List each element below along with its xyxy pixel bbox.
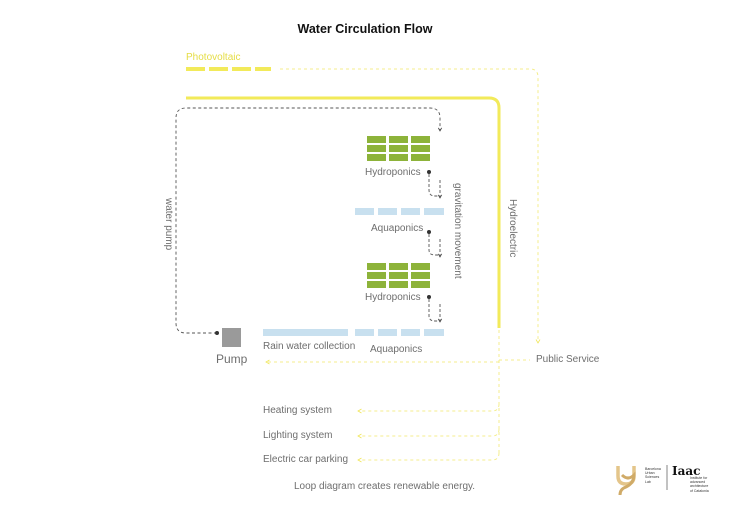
ev-parking-label: Electric car parking	[263, 454, 349, 465]
gravitation-arrow-2	[427, 230, 443, 258]
to-ev-parking-line	[357, 452, 500, 463]
aquaponics-top-label: Aquaponics	[371, 223, 424, 234]
energy-distribution-lines	[265, 330, 530, 463]
bus-logo	[616, 466, 636, 496]
public-service-label: Public Service	[536, 354, 600, 365]
iaac-logo: Iaac	[672, 464, 701, 478]
pv-segment	[186, 67, 205, 71]
pump-label: Pump	[216, 352, 248, 366]
aquaponics-bottom-label: Aquaponics	[370, 344, 423, 355]
pump-block	[222, 328, 241, 347]
gravitation-arrow-1	[427, 170, 443, 199]
diagram-title: Water Circulation Flow	[297, 22, 433, 36]
hydroponics-top-block	[367, 136, 430, 161]
hydroponics-mid-block	[367, 263, 430, 288]
hydroponics-mid-label: Hydroponics	[365, 292, 421, 303]
water-pump-loop	[175, 107, 443, 334]
rain-water-collection-bar	[263, 329, 348, 336]
hydroponics-top-label: Hydroponics	[365, 167, 421, 178]
rain-water-label: Rain water collection	[263, 341, 356, 352]
lighting-system-label: Lighting system	[263, 430, 333, 441]
photovoltaic-panels	[186, 67, 271, 71]
iaac-logo-text: Institute for advanced architecture of C…	[690, 476, 709, 493]
gravitation-label: gravitation movement	[452, 183, 463, 279]
pump-dot	[215, 331, 219, 335]
aquaponics-bottom-block	[355, 329, 444, 336]
hydroelectric-solid-loop	[186, 96, 501, 328]
water-pump-label: water pump	[163, 198, 174, 251]
hydroelectric-label: Hydroelectric	[507, 199, 518, 258]
gravitation-arrow-3	[427, 295, 443, 323]
pv-segment	[209, 67, 228, 71]
to-heating-line	[357, 403, 500, 414]
caption: Loop diagram creates renewable energy.	[294, 481, 476, 492]
to-lighting-line	[357, 428, 500, 439]
aquaponics-top-block	[355, 208, 444, 215]
heating-system-label: Heating system	[263, 405, 332, 416]
pv-segment	[232, 67, 251, 71]
photovoltaic-label: Photovoltaic	[186, 52, 241, 63]
bus-logo-text: Barcelona Urban Sciences Lab	[645, 467, 661, 484]
pv-segment	[255, 67, 271, 71]
